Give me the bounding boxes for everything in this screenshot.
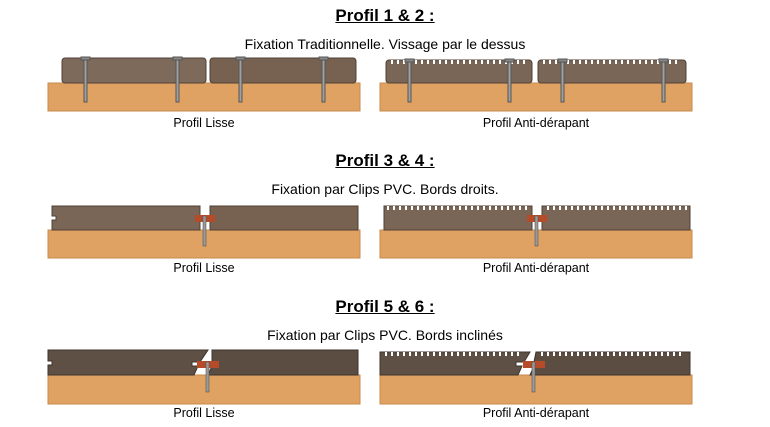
screw: [504, 58, 515, 103]
joist: [47, 374, 361, 405]
clip-screw: [205, 361, 210, 393]
clip-screw: [202, 215, 207, 247]
profile-4-antislip-diagram: [379, 205, 693, 259]
screw: [404, 58, 415, 103]
screw: [658, 58, 669, 103]
screw: [318, 56, 329, 103]
deck-board: [61, 57, 207, 84]
section-1-title: Profil 1 & 2 :: [335, 6, 435, 25]
deck-board: [47, 349, 209, 376]
deck-board: [379, 351, 531, 376]
screw: [80, 56, 91, 103]
deck-board: [207, 349, 359, 376]
section-3-right-caption: Profil Anti-dérapant: [482, 406, 590, 420]
profile-1-smooth-diagram: [47, 56, 361, 112]
section-2-subtitle: Fixation par Clips PVC. Bords droits.: [271, 181, 499, 197]
clip-screw: [534, 215, 539, 247]
joist: [379, 374, 693, 405]
profile-3-smooth-diagram: [47, 205, 361, 259]
section-1-left-caption: Profil Lisse: [173, 116, 235, 130]
clip-screw: [531, 361, 536, 393]
screw: [235, 56, 246, 103]
section-2-title: Profil 3 & 4 :: [335, 151, 435, 170]
section-3-left-caption: Profil Lisse: [173, 406, 235, 420]
anti-slip-grooves: [385, 352, 681, 356]
anti-slip-grooves: [387, 206, 687, 210]
profile-5-smooth-diagram: [47, 349, 361, 405]
screw: [557, 58, 568, 103]
section-2-left-caption: Profil Lisse: [173, 261, 235, 275]
section-3-title: Profil 5 & 6 :: [335, 297, 435, 316]
deck-board: [209, 57, 357, 84]
profile-2-antislip-diagram: [379, 58, 693, 112]
profile-6-antislip-diagram: [379, 351, 693, 405]
deck-board: [537, 59, 687, 84]
section-1-right-caption: Profil Anti-dérapant: [482, 116, 590, 130]
section-2-right-caption: Profil Anti-dérapant: [482, 261, 590, 275]
screw: [172, 56, 183, 103]
joist: [47, 82, 361, 112]
joist: [379, 82, 693, 112]
section-3-subtitle: Fixation par Clips PVC. Bords inclinés: [267, 327, 503, 343]
section-1-subtitle: Fixation Traditionnelle. Vissage par le …: [244, 36, 526, 52]
